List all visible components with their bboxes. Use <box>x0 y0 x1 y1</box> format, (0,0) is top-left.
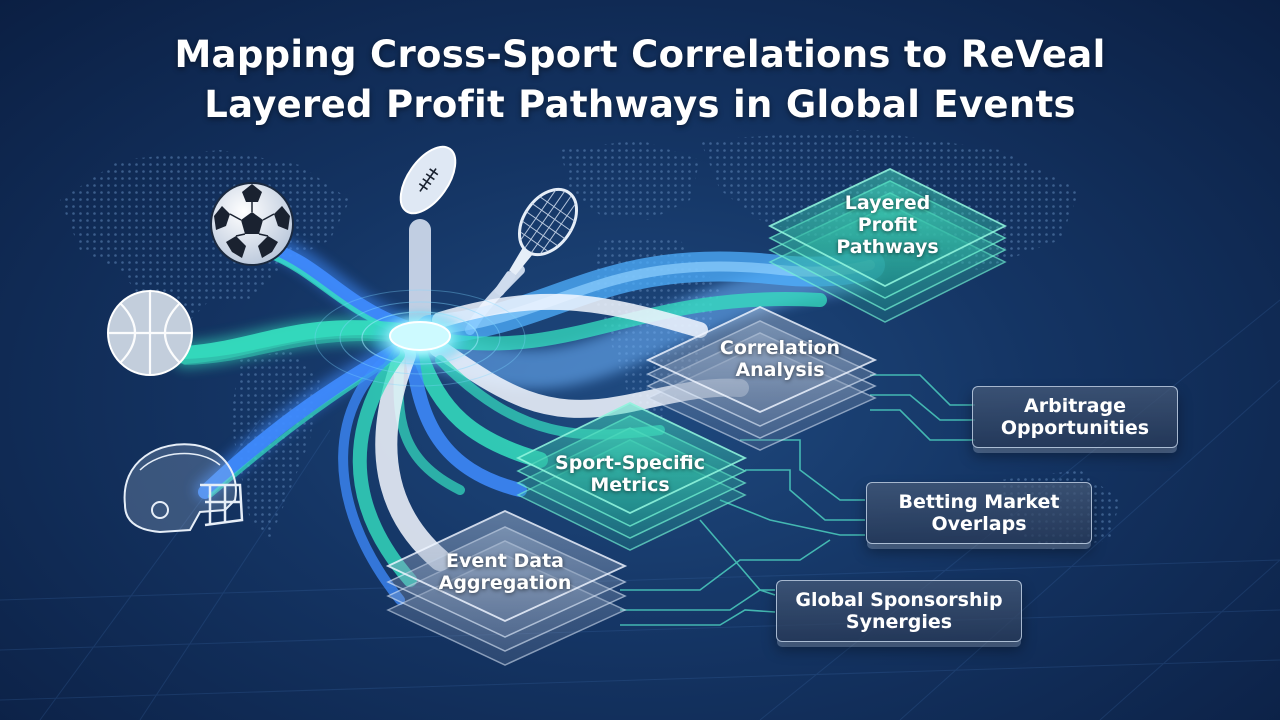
soccer-ball-icon <box>210 182 294 266</box>
title-line-2: Layered Profit Pathways in Global Events <box>204 83 1076 126</box>
box-line: Betting Market <box>898 491 1060 513</box>
box-line: Synergies <box>845 611 953 633</box>
tennis-racket-icon <box>494 187 579 296</box>
stack-layered-profit-pathways[interactable] <box>767 167 1008 323</box>
box-line: Arbitrage <box>1024 395 1126 417</box>
page-title: Mapping Cross-Sport Correlations to ReVe… <box>0 30 1280 130</box>
stack-correlation-analysis[interactable] <box>645 306 878 451</box>
label-line: Pathways <box>836 236 939 258</box>
label-line: Analysis <box>735 359 825 381</box>
label-line: Metrics <box>590 474 670 496</box>
title-line-1: Mapping Cross-Sport Correlations to ReVe… <box>174 33 1106 76</box>
central-hub <box>314 289 526 387</box>
label-line: Sport-Specific <box>555 452 705 474</box>
american-football-icon <box>399 145 457 215</box>
label-sport-specific-metrics: Sport-Specific Metrics <box>530 452 730 496</box>
box-betting-market-overlaps[interactable]: Betting Market Overlaps <box>866 482 1092 544</box>
label-line: Profit <box>857 214 918 236</box>
box-global-sponsorship-synergies[interactable]: Global Sponsorship Synergies <box>776 580 1022 642</box>
basketball-icon <box>107 290 193 376</box>
box-line: Global Sponsorship <box>795 589 1003 611</box>
stack-sport-specific-metrics[interactable] <box>515 401 748 551</box>
label-line: Layered <box>844 192 931 214</box>
box-line: Opportunities <box>1000 417 1150 439</box>
label-line: Event Data <box>446 550 564 572</box>
box-arbitrage-opportunities[interactable]: Arbitrage Opportunities <box>972 386 1178 448</box>
box-line: Overlaps <box>931 513 1027 535</box>
stack-event-data-aggregation[interactable] <box>385 510 628 666</box>
label-correlation-analysis: Correlation Analysis <box>680 337 880 381</box>
label-line: Aggregation <box>438 572 572 594</box>
football-helmet-icon <box>123 443 244 534</box>
label-event-data-aggregation: Event Data Aggregation <box>405 550 605 594</box>
label-line: Correlation <box>719 337 841 359</box>
label-layered-profit-pathways: Layered Profit Pathways <box>800 192 975 258</box>
